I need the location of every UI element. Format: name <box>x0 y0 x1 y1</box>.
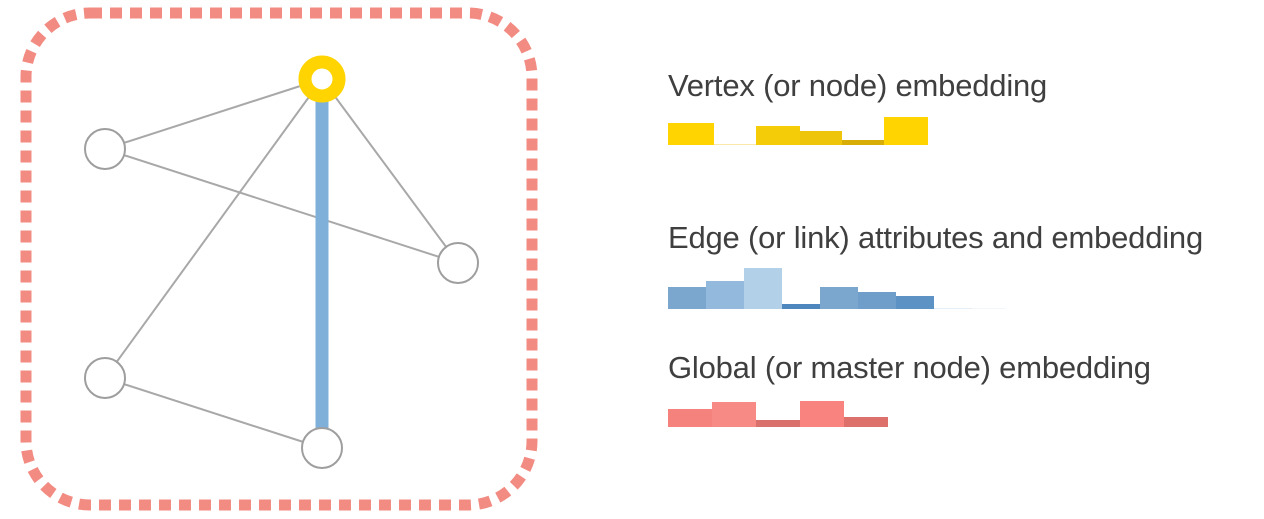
bar-edge-5 <box>820 287 858 309</box>
bar-edge-6 <box>858 291 896 309</box>
bar-edge-1 <box>668 287 706 309</box>
edge-leftlower-bottom <box>104 377 323 449</box>
dashed-boundary-box <box>20 7 538 511</box>
graph-edges <box>104 78 459 449</box>
bar-edge-9 <box>972 308 1006 309</box>
bar-edge-2 <box>706 281 744 309</box>
graph-diagram-panel <box>0 0 560 519</box>
sparkline-global <box>668 397 898 427</box>
legend-block-global: Global (or master node) embedding <box>668 352 1151 427</box>
bar-edge-3 <box>744 268 782 309</box>
node-right[interactable] <box>437 242 479 284</box>
node-bottom[interactable] <box>301 427 343 469</box>
edge-leftupper-right <box>104 148 459 264</box>
graph-nodes <box>84 55 479 469</box>
bar-edge-7 <box>896 296 934 309</box>
edge-top-right <box>321 78 459 264</box>
bar-global-2 <box>712 402 756 427</box>
bar-global-5 <box>844 417 888 427</box>
node-highlighted-top[interactable] <box>298 55 346 103</box>
bar-global-3 <box>756 420 800 427</box>
bar-vertex-1 <box>668 123 714 145</box>
legend-panel: Vertex (or node) embedding Edge (or link… <box>668 0 1264 519</box>
bar-global-4 <box>800 401 844 427</box>
bar-vertex-6 <box>884 116 928 145</box>
bar-edge-8 <box>934 307 972 309</box>
bar-edge-4 <box>782 303 820 309</box>
bar-global-1 <box>668 409 712 427</box>
legend-block-vertex: Vertex (or node) embedding <box>668 70 1047 145</box>
bar-vertex-2 <box>714 143 756 145</box>
legend-block-edge: Edge (or link) attributes and embedding <box>668 222 1203 309</box>
edge-top-leftlower <box>104 78 323 379</box>
sparkline-vertex <box>668 115 928 145</box>
graph-svg <box>20 7 538 511</box>
legend-label-edge: Edge (or link) attributes and embedding <box>668 220 1204 255</box>
node-left-lower[interactable] <box>84 357 126 399</box>
edge-top-leftupper <box>104 78 323 150</box>
bar-vertex-4 <box>800 130 842 145</box>
bar-vertex-5 <box>842 140 884 145</box>
legend-label-vertex: Vertex (or node) embedding <box>668 68 1048 103</box>
node-left-upper[interactable] <box>84 128 126 170</box>
sparkline-edge <box>668 267 1006 309</box>
legend-label-global: Global (or master node) embedding <box>668 350 1151 385</box>
bar-vertex-3 <box>756 126 800 145</box>
